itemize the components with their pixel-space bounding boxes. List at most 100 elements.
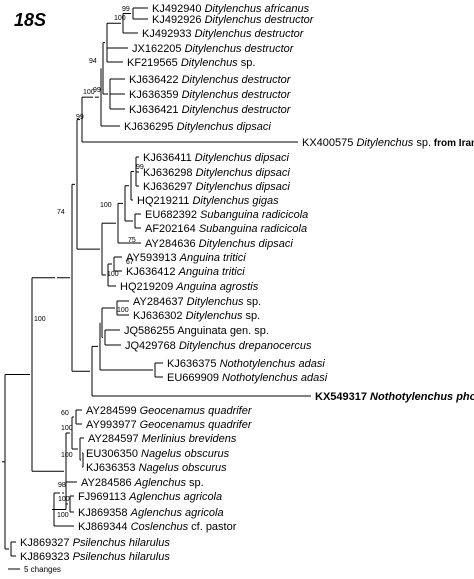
taxon-label: KJ636302 Ditylenchus sp. (133, 310, 260, 322)
taxon-label: KJ636353 Nagelus obscurus (86, 462, 227, 474)
taxon-species: Ditylenchus (187, 296, 244, 308)
taxon-accession: AY284597 (88, 433, 142, 445)
taxon-accession: AY284586 (81, 477, 135, 489)
taxon-accession: HQ219211 (137, 195, 192, 207)
taxon-accession: KJ492926 (152, 14, 205, 26)
taxon-accession: JQ586255 (124, 325, 177, 337)
taxon-accession: EU306350 (86, 448, 141, 460)
taxon-label: KJ869358 Aglenchus agricola (78, 507, 224, 519)
taxon-species: Nagelus obscurus (141, 448, 230, 460)
taxon-accession: KF219565 (127, 57, 181, 69)
taxon-label: KJ636422 Ditylenchus destructor (129, 74, 292, 86)
taxon-species: Ditylenchus (356, 137, 413, 149)
taxon-accession: KJ869323 (20, 551, 73, 563)
taxon-label: EU682392 Subanguina radicicola (145, 209, 308, 221)
taxon-species: Aglenchus agricola (130, 507, 224, 519)
taxon-label: KJ636298 Ditylenchus dipsaci (143, 167, 290, 179)
bootstrap-value: 75 (128, 237, 136, 244)
taxon-label: AY284586 Aglenchus sp. (81, 477, 204, 489)
taxon-accession: AY284637 (133, 296, 187, 308)
taxon-label: AY284599 Geocenamus quadrifer (86, 405, 253, 417)
taxon-label: KJ492940 Ditylenchus africanus (152, 3, 310, 15)
taxon-species: Psilenchus hilarulus (73, 551, 171, 563)
taxon-species: Ditylenchus africanus (205, 3, 310, 15)
taxon-label: KJ492926 Ditylenchus destructor (152, 14, 315, 26)
taxon-species: Subanguina radicicola (199, 223, 307, 235)
bootstrap-value: 100 (114, 15, 126, 22)
taxon-accession: EU669909 (167, 372, 222, 384)
taxon-plain-name: Anguinata gen. sp. (177, 325, 269, 337)
taxon-label: KX549317 Nothotylenchus phoenixae n. sp.… (315, 391, 474, 403)
taxon-accession: JX162205 (132, 43, 185, 55)
taxon-species: Anguina agrostis (175, 281, 258, 293)
taxon-species: Subanguina radicicola (200, 209, 308, 221)
tree-title: 18S (14, 10, 46, 30)
taxon-species: Aglenchus agricola (128, 491, 222, 503)
taxon-species: Anguina tritici (179, 252, 247, 264)
taxon-label: AY593913 Anguina tritici (126, 252, 246, 264)
bootstrap-value: 67 (126, 259, 134, 266)
taxon-accession: KJ869344 (78, 521, 131, 533)
taxon-accession: KX400575 (302, 137, 356, 149)
taxon-species: Ditylenchus dipsaci (195, 152, 290, 164)
taxon-label: AY284597 Merlinius brevidens (88, 433, 237, 445)
taxon-accession: AY284636 (145, 238, 199, 250)
taxon-label: KJ636359 Ditylenchus destructor (129, 89, 292, 101)
taxon-accession: KJ636302 (133, 310, 186, 322)
bootstrap-value: 100 (117, 307, 129, 314)
taxon-accession: KJ636297 (143, 181, 196, 193)
taxon-suffix: sp. (238, 57, 256, 69)
taxon-species: Nothotylenchus phoenixae (370, 391, 474, 403)
taxon-species: Coslenchus (131, 521, 189, 533)
taxon-label: KJ636411 Ditylenchus dipsaci (143, 152, 290, 164)
bootstrap-value: 99 (76, 114, 84, 121)
bootstrap-value: 100 (58, 496, 70, 503)
taxon-species: Aglenchus (134, 477, 187, 489)
taxon-accession: KJ636295 (124, 121, 177, 133)
taxon-label: EU669909 Nothotylenchus adasi (167, 372, 328, 384)
bootstrap-value: 94 (89, 58, 97, 65)
scale-bar: 5 changes (8, 565, 61, 574)
bootstrap-value: 100 (107, 271, 119, 278)
taxon-accession: KJ636375 (167, 358, 220, 370)
bootstrap-value: 100 (61, 452, 73, 459)
bootstrap-value: 100 (100, 202, 112, 209)
taxon-label: KJ869344 Coslenchus cf. pastor (78, 521, 237, 533)
tree-branches (2, 7, 311, 557)
bootstrap-value: 98 (58, 482, 66, 489)
taxon-label: FJ969113 Aglenchus agricola (78, 491, 222, 503)
taxon-species: Nagelus obscurus (139, 462, 228, 474)
taxon-accession: KJ636412 (126, 266, 179, 278)
taxon-label: AY993977 Geocenamus quadrifer (86, 419, 253, 431)
taxon-label: JX162205 Ditylenchus destructor (132, 43, 295, 55)
taxon-species: Ditylenchus destructor (185, 43, 295, 55)
taxon-species: Ditylenchus dipsaci (196, 181, 291, 193)
taxon-accession: KJ636411 (143, 152, 195, 164)
taxon-label: KJ636375 Nothotylenchus adasi (167, 358, 325, 370)
taxon-species: Nothotylenchus adasi (222, 372, 328, 384)
taxon-species: Merlinius brevidens (142, 433, 237, 445)
taxon-species: Ditylenchus destructor (182, 104, 292, 116)
taxon-species: Ditylenchus destructor (195, 28, 305, 40)
taxon-species: Ditylenchus destructor (205, 14, 315, 26)
taxon-note: from Iran (431, 138, 474, 149)
taxon-suffix: sp. (243, 296, 261, 308)
bootstrap-value: 100 (57, 512, 69, 519)
taxon-suffix: cf. pastor (188, 521, 237, 533)
taxon-accession: KJ869358 (78, 507, 131, 519)
taxon-label: AY284636 Ditylenchus dipsaci (145, 238, 293, 250)
taxon-label: EU306350 Nagelus obscurus (86, 448, 230, 460)
taxon-label: KJ492933 Ditylenchus destructor (142, 28, 305, 40)
taxon-label: AF202164 Subanguina radicicola (145, 223, 307, 235)
taxon-label: HQ219209 Anguina agrostis (120, 281, 259, 293)
taxon-accession: JQ429768 (125, 340, 179, 352)
taxon-species: Ditylenchus dipsaci (199, 238, 294, 250)
taxon-label: KJ869327 Psilenchus hilarulus (20, 537, 170, 549)
taxon-species: Ditylenchus drepanocercus (179, 340, 312, 352)
taxon-species: Nothotylenchus adasi (220, 358, 326, 370)
taxon-species: Ditylenchus gigas (192, 195, 279, 207)
taxon-accession: KJ869327 (20, 537, 73, 549)
bootstrap-value: 74 (57, 209, 65, 216)
